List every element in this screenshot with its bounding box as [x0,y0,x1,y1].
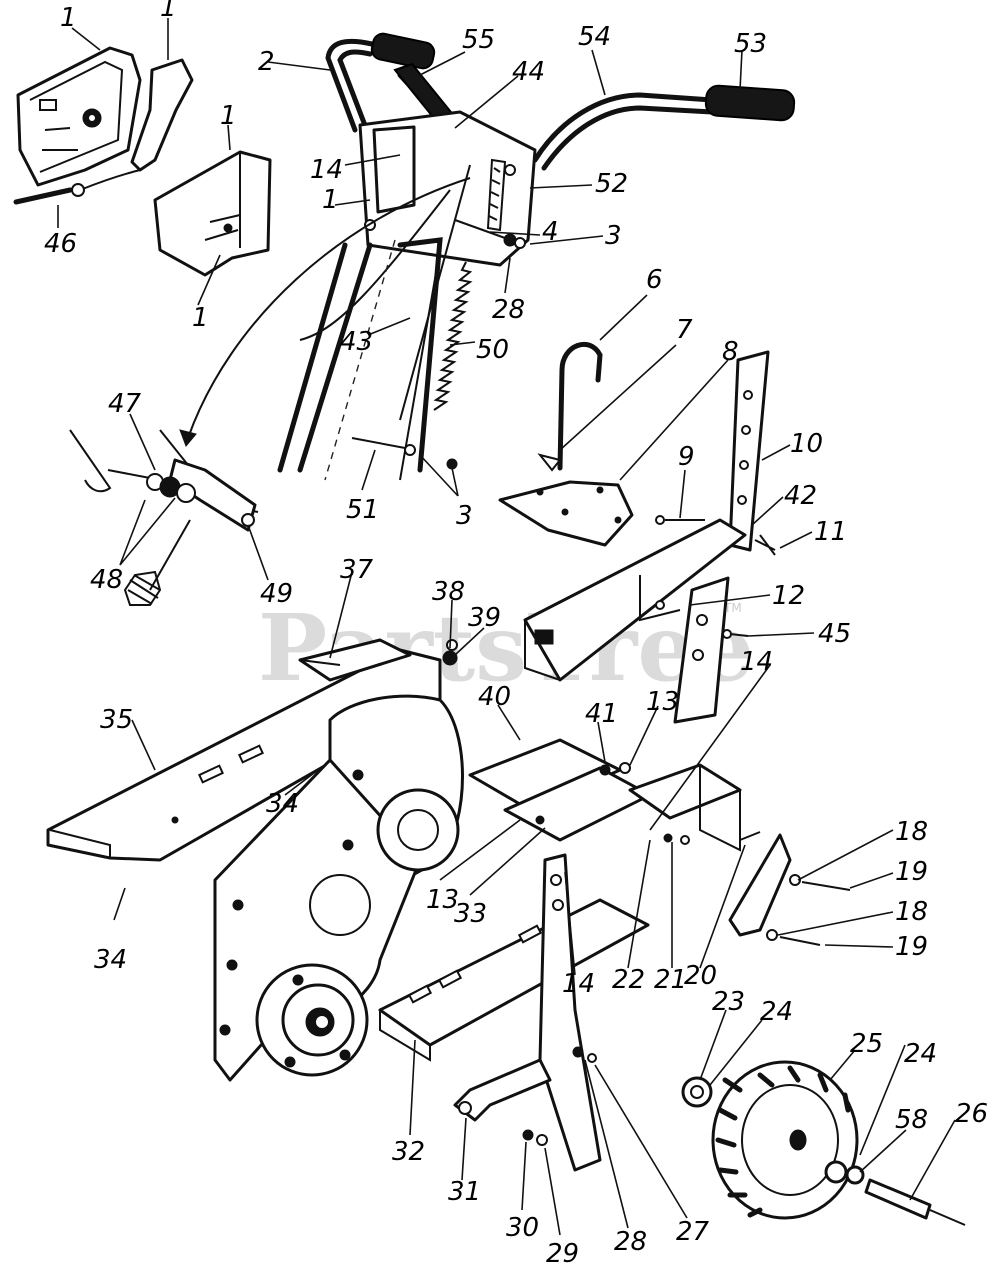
callout-19: 19 [895,857,928,887]
callout-54: 54 [578,22,611,52]
callout-18: 18 [895,897,928,927]
callout-23: 23 [712,987,745,1017]
leader-lines [57,18,956,1236]
callout-21: 21 [654,965,687,995]
callout-40: 40 [478,682,511,712]
callout-39: 39 [468,603,501,633]
callout-32: 32 [392,1137,425,1167]
callout-22: 22 [612,965,645,995]
callout-31: 31 [448,1177,481,1207]
callout-14: 14 [740,647,773,677]
callout-12: 12 [772,581,805,611]
callout-46: 46 [44,229,77,259]
callout-19: 19 [895,932,928,962]
callout-30: 30 [506,1213,539,1243]
callout-58: 58 [895,1105,928,1135]
callout-3: 3 [456,501,473,531]
callout-9: 9 [678,442,695,472]
callout-1: 1 [220,101,237,131]
handle-assembly [277,32,796,481]
callout-14: 14 [310,155,343,185]
callout-47: 47 [108,389,142,419]
callout-10: 10 [790,429,823,459]
callout-29: 29 [546,1239,579,1269]
callout-14: 14 [562,969,595,999]
callout-6: 6 [646,265,663,295]
callout-34: 34 [94,945,127,975]
callout-labels: 1 1 1 1 1 2 55 44 54 53 14 52 4 3 28 46 … [44,0,988,1269]
callout-28: 28 [614,1227,647,1257]
callout-18: 18 [895,817,928,847]
callout-41: 41 [585,699,618,729]
callout-35: 35 [100,705,133,735]
callout-37: 37 [340,555,374,585]
callout-26: 26 [955,1099,988,1129]
callout-24: 24 [760,997,793,1027]
callout-44: 44 [512,57,545,87]
callout-42: 42 [784,481,817,511]
callout-2: 2 [258,47,275,77]
callout-28: 28 [492,295,525,325]
callout-7: 7 [676,315,693,345]
callout-1: 1 [60,3,77,33]
callout-48: 48 [90,565,123,595]
callout-8: 8 [722,337,739,367]
callout-1: 1 [322,185,339,215]
callout-13: 13 [426,885,459,915]
callout-24: 24 [904,1039,937,1069]
callout-1: 1 [160,0,177,23]
callout-43: 43 [340,327,373,357]
callout-38: 38 [432,577,465,607]
callout-4: 4 [542,217,559,247]
control-box-inset [13,46,272,277]
callout-51: 51 [346,495,379,525]
detail-arrow [179,177,471,447]
callout-20: 20 [684,961,717,991]
callout-13: 13 [646,687,679,717]
callout-49: 49 [260,579,293,609]
callout-25: 25 [850,1029,883,1059]
idler-detail [69,429,259,606]
callout-55: 55 [462,25,495,55]
callout-11: 11 [814,517,847,547]
callout-33: 33 [454,899,487,929]
callout-27: 27 [676,1217,710,1247]
callout-34: 34 [266,789,299,819]
wheel-assembly [681,1060,966,1226]
callout-45: 45 [818,619,851,649]
callout-50: 50 [476,335,509,365]
callout-52: 52 [595,169,628,199]
callout-1: 1 [192,303,209,333]
depth-stake-assembly [498,341,776,724]
callout-53: 53 [734,29,767,59]
callout-3: 3 [605,221,622,251]
watermark-trademark: TM [723,601,742,615]
